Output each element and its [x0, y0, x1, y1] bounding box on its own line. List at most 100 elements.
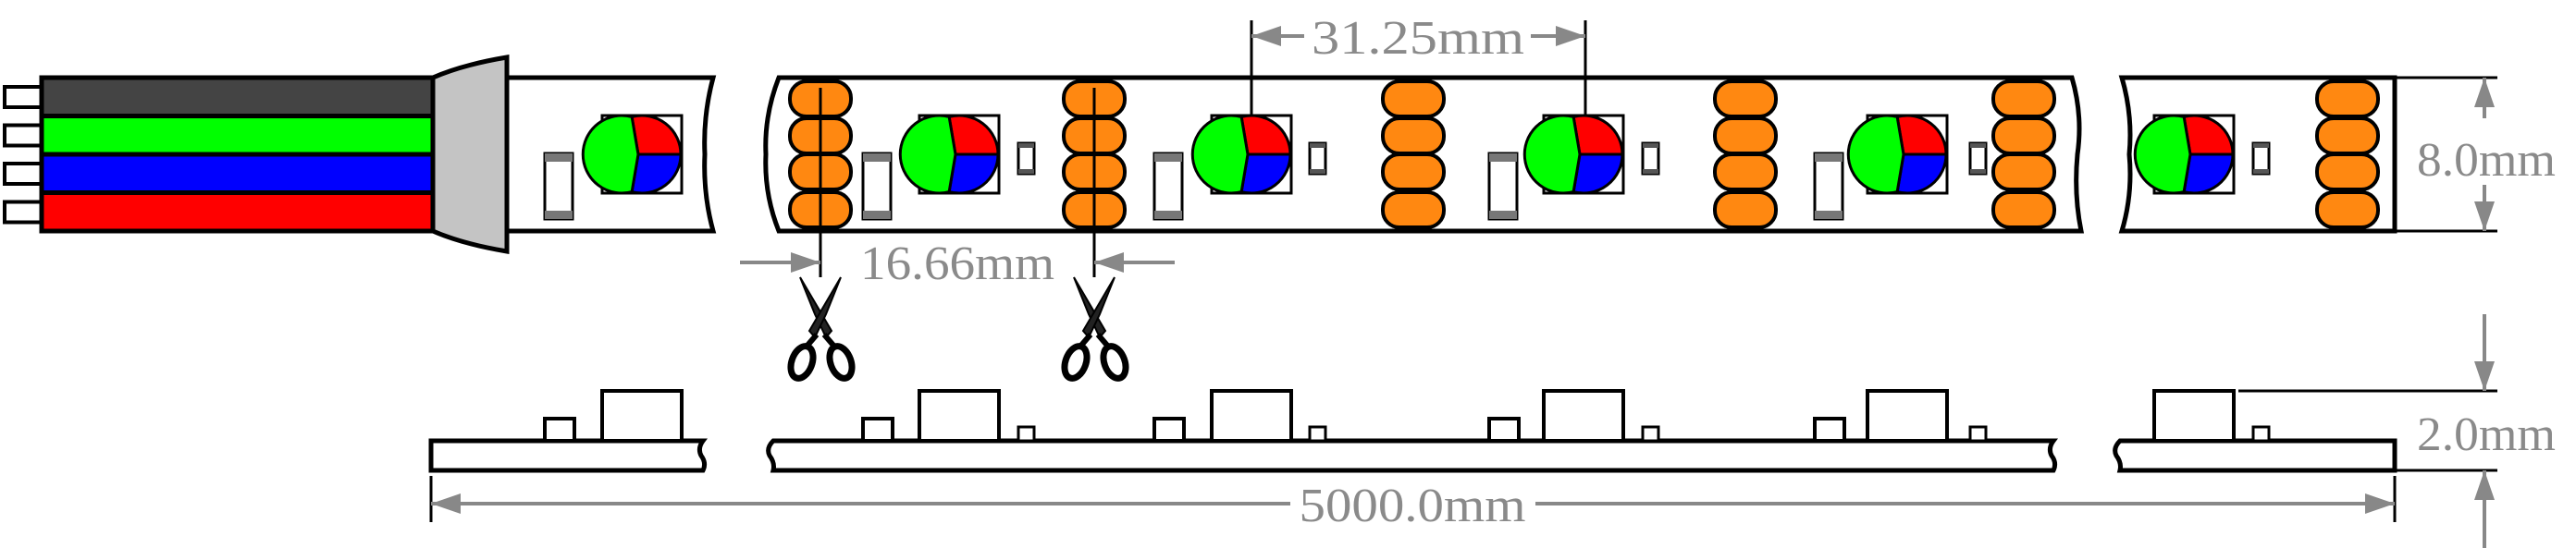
side-led [918, 389, 1001, 443]
rgb-led [2133, 114, 2236, 195]
solder-pad [2315, 190, 2380, 229]
side-resistor [1487, 417, 1521, 443]
side-segment [428, 438, 708, 473]
resistor-terminal [863, 211, 891, 219]
cut-length-label: 16.66mm [860, 237, 1054, 290]
led-red [947, 114, 1000, 156]
dimensions [429, 20, 2497, 548]
arrow-head [431, 493, 461, 514]
rgb-led [1846, 114, 1949, 195]
top-view [504, 75, 2397, 382]
rgb-led [1522, 114, 1625, 195]
led-blue [2182, 152, 2235, 195]
pitch-label: 31.25mm [1312, 12, 1524, 65]
capacitor-terminal [2253, 169, 2269, 174]
wire-pin [3, 162, 43, 186]
side-segment [2113, 438, 2397, 473]
height-label: 2.0mm [2417, 408, 2556, 461]
capacitor-terminal [1970, 169, 1986, 174]
led-green [1522, 114, 1582, 195]
arrow-head [2474, 470, 2495, 500]
led-blue [1571, 152, 1624, 195]
solder-pad [1991, 116, 2056, 155]
scissors-shank [803, 333, 838, 349]
wire [39, 152, 436, 195]
resistor-terminal [545, 153, 573, 162]
capacitor-terminal [1018, 143, 1034, 148]
arrow-head [2474, 201, 2495, 231]
solder-pad [2315, 79, 2380, 118]
rgb-led [898, 114, 1001, 195]
led-green [1846, 114, 1905, 195]
capacitor-terminal [1310, 143, 1325, 148]
led-red [1239, 114, 1292, 156]
wire-pin [3, 123, 43, 148]
solder-pad [1991, 152, 2056, 191]
total-length-label: 5000.0mm [1300, 480, 1526, 532]
side-capacitor [1308, 425, 1327, 443]
led-red [630, 114, 683, 156]
solder-pad [1381, 190, 1446, 229]
arrow-head [1251, 26, 1281, 46]
wire [39, 190, 436, 234]
capacitor-terminal [1018, 169, 1034, 174]
led-green [2133, 114, 2192, 195]
side-led [2152, 389, 2236, 443]
solder-pad [1381, 116, 1446, 155]
side-led [600, 389, 684, 443]
solder-pad [1713, 116, 1778, 155]
led-blue [947, 152, 1000, 195]
arrow-head [1556, 26, 1585, 46]
side-segment [766, 438, 2058, 473]
led-green [581, 114, 640, 195]
capacitor-terminal [1970, 143, 1986, 148]
resistor-terminal [863, 153, 891, 162]
side-led [1866, 389, 1949, 443]
arrow-head [1094, 252, 1124, 273]
side-resistor [1813, 417, 1846, 443]
side-led [1210, 389, 1293, 443]
scissors-icon [787, 276, 856, 382]
led-red [1895, 114, 1948, 156]
side-resistor [1152, 417, 1186, 443]
resistor-terminal [1489, 211, 1517, 219]
connector-cap [430, 55, 510, 254]
scissors-icon [1061, 276, 1129, 382]
led-blue [630, 152, 683, 195]
solder-pad [1713, 79, 1778, 118]
scissors-handle [826, 343, 856, 382]
side-resistor [861, 417, 894, 443]
solder-pad [2315, 116, 2380, 155]
capacitor-terminal [1643, 143, 1658, 148]
resistor-terminal [1154, 211, 1182, 219]
led-blue [1239, 152, 1292, 195]
side-view [428, 389, 2397, 473]
solder-pad [1991, 79, 2056, 118]
side-capacitor [1641, 425, 1660, 443]
resistor [1152, 152, 1184, 221]
wire [39, 114, 436, 157]
side-capacitor [1968, 425, 1988, 443]
capacitor-terminal [2253, 143, 2269, 148]
rgb-led [1190, 114, 1293, 195]
scissors-handle [1100, 343, 1129, 382]
rgb-led [581, 114, 684, 195]
resistor [861, 152, 893, 221]
led-blue [1895, 152, 1948, 195]
scissors-shank [1077, 333, 1112, 349]
arrow-head [2365, 493, 2395, 514]
wire-pin [3, 200, 43, 225]
capacitor-terminal [1310, 169, 1325, 174]
wire-bundle [3, 75, 436, 234]
led-red [2182, 114, 2235, 156]
wire [39, 75, 436, 118]
side-capacitor [1017, 425, 1036, 443]
led-green [1190, 114, 1250, 195]
resistor [1813, 152, 1844, 221]
arrow-head [791, 252, 820, 273]
wire-pin [3, 85, 43, 109]
resistor-terminal [545, 211, 573, 219]
solder-pad [1713, 190, 1778, 229]
solder-pad [2315, 152, 2380, 191]
